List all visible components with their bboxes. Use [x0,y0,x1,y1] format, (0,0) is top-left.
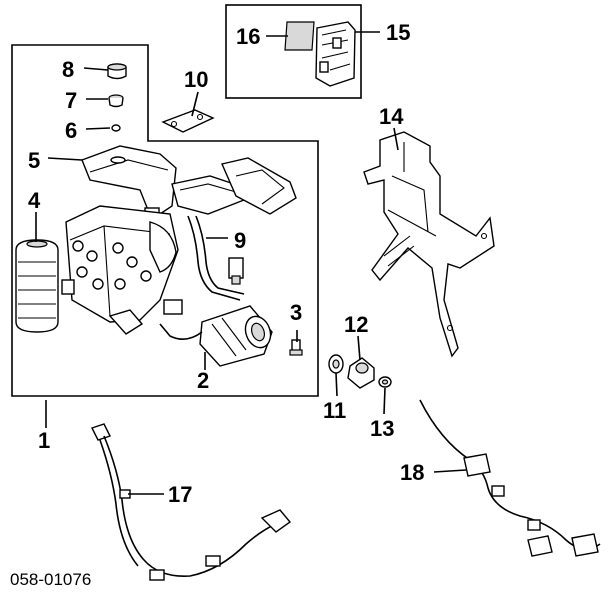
callout-3: 3 [290,300,302,325]
callout-16: 16 [236,24,260,49]
callout-11: 11 [323,398,346,423]
plug-7-part [108,94,124,108]
leader-lines [35,31,467,495]
assembly-1-frame [11,44,319,397]
wheel-sensor-17-part [91,423,292,581]
modulator-unit-part [61,205,179,335]
drawing-code: 058-01076 [10,570,91,589]
nut-13-part [378,376,392,388]
callout-13: 13 [370,416,394,441]
callout-17: 17 [168,482,192,507]
mounting-bracket-14-part [363,131,495,358]
callout-7: 7 [65,88,77,113]
bolt-3-part [289,339,303,356]
callout-2: 2 [197,368,209,393]
label-sticker-part [284,21,315,51]
callout-6: 6 [65,118,77,143]
callout-4: 4 [28,188,41,213]
callout-10: 10 [184,67,208,92]
wheel-sensor-18-part [419,399,601,557]
callout-14: 14 [379,104,404,129]
cap-8-part [107,63,127,80]
callout-1: 1 [38,428,50,453]
callout-8: 8 [62,57,74,82]
assembly-15-frame [225,4,362,99]
bracket-plate-10-part [161,109,215,133]
callout-15: 15 [386,20,410,45]
callout-18: 18 [400,460,424,485]
oring-6-part [111,124,121,132]
callout-12: 12 [344,312,368,337]
mount-12-part [347,357,375,389]
callout-9: 9 [234,228,246,253]
pump-motor-2-part [159,299,273,367]
callout-5: 5 [28,148,40,173]
callout-labels: 1 2 3 4 5 6 7 8 9 10 11 12 13 14 15 16 1… [28,20,424,507]
bushing-11-part [328,354,344,374]
ecu-module-part [315,21,356,87]
pressure-switch-9-part [171,157,297,301]
accumulator-4-part [15,239,59,333]
